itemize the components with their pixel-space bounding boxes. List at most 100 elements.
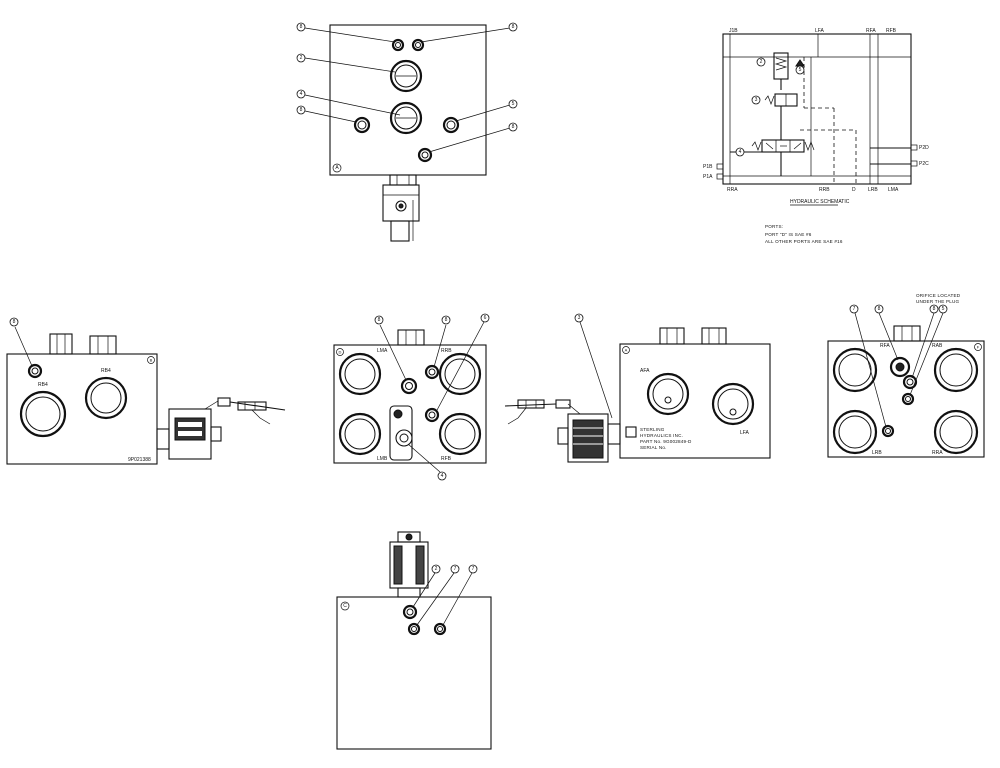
schematic-border	[722, 33, 912, 185]
callout-number: 8	[378, 317, 381, 323]
view-far-right-plug	[881, 424, 895, 438]
callout-number: 3	[578, 315, 581, 321]
check-valve-symbol	[795, 59, 805, 67]
view-center-valve-boss	[389, 405, 413, 461]
fitting-hex	[89, 335, 117, 355]
view-bottom-plug	[407, 622, 421, 636]
solenoid-stem	[156, 428, 170, 450]
view-a-plug	[353, 116, 371, 134]
callout-number: 2	[300, 55, 303, 61]
manifold-block-right-center	[619, 343, 771, 459]
notes-heading: PORTS:	[765, 224, 783, 229]
view-right-center-port	[646, 372, 690, 416]
fitting-hex	[397, 329, 425, 346]
fitting-hex	[701, 327, 727, 345]
callout-number: 7	[454, 566, 457, 572]
view-right-center: A AFA LFA STERLING HYDRAULICS INC. PART …	[504, 313, 771, 463]
drawing-number: 9P021388	[128, 457, 151, 463]
callout-number: 4	[441, 473, 444, 479]
view-far-right-plug	[901, 392, 915, 406]
view-center-corner-letter: D	[339, 350, 342, 355]
callout-bubble	[468, 564, 478, 574]
view-right-center-corner-marker	[622, 346, 630, 354]
callout-number: 8	[13, 319, 16, 325]
callout-number: 8	[512, 124, 515, 130]
fitting-hex	[49, 333, 73, 355]
view-left: B RB4 RB4 9P021388 8	[6, 317, 286, 465]
port-label: RRA	[932, 450, 943, 456]
callout-bubble	[938, 304, 948, 314]
view-center-port	[438, 412, 482, 456]
manifold-block-left	[6, 353, 158, 465]
callout-bubble	[450, 564, 460, 574]
callout-bubble	[296, 105, 306, 115]
view-left-corner-letter: B	[150, 358, 153, 363]
port-label: RFA	[880, 343, 890, 349]
view-center-port	[338, 352, 382, 396]
callout-bubble	[874, 304, 884, 314]
port-label: RB4	[38, 382, 48, 388]
view-far-right-port	[933, 347, 979, 393]
orifice-note: UNDER THE PLUG	[916, 299, 960, 304]
schematic-port-label: J1B	[729, 28, 738, 34]
callout-bubble	[756, 57, 766, 67]
hydraulic-schematic: J1B LFA RFA RFB RRA RRB D LRB LMA P1B P1…	[703, 28, 929, 206]
callout-number: 8	[933, 306, 936, 312]
port-label: RFB	[441, 456, 452, 462]
view-bottom-plug	[433, 622, 447, 636]
view-far-right-port	[832, 347, 878, 393]
callout-bubble	[795, 65, 805, 75]
view-center: D LMA RRB LMB RFB 8 8 6 4	[333, 313, 490, 481]
view-left-port	[84, 376, 128, 420]
solenoid-stem	[607, 423, 621, 445]
callout-bubble	[735, 147, 745, 157]
view-a-top: A 8 8	[296, 22, 518, 242]
view-bottom-corner-letter: C	[343, 603, 347, 609]
view-a-valve-nut	[389, 174, 417, 186]
callout-number: 8	[300, 107, 303, 113]
nameplate-part: PART No. 9G002849-D	[640, 439, 692, 444]
notes-line: PORT "D" IS SAE #6	[765, 232, 812, 237]
schematic-port-label: RFA	[866, 28, 876, 34]
view-a-corner-marker	[332, 163, 342, 173]
callout-number: 6	[484, 315, 487, 321]
view-a-plug	[442, 116, 460, 134]
port-label: AFA	[640, 368, 650, 374]
view-left-corner-marker	[147, 356, 155, 364]
view-far-right-corner-letter: F	[977, 345, 980, 350]
callout-bubble	[508, 122, 518, 132]
callout-bubble	[480, 313, 490, 323]
callout-bubble	[508, 22, 518, 32]
directional-valve-symbol	[761, 139, 805, 153]
callout-number: 4	[300, 91, 303, 97]
view-left-plug	[27, 363, 43, 379]
port-label: LMA	[377, 348, 388, 354]
schematic-port-label: P1B	[703, 164, 713, 170]
callout-number: 8	[512, 24, 515, 30]
view-center-plug	[424, 364, 440, 380]
view-center-port	[438, 352, 482, 396]
callout-bubble	[296, 89, 306, 99]
view-bottom: C 2 7 7	[336, 531, 492, 750]
view-a-plug	[391, 38, 405, 52]
port-label: LMB	[377, 456, 388, 462]
callout-bubble	[929, 304, 939, 314]
schematic-port-label: LMA	[888, 187, 899, 193]
callout-number: 2	[760, 59, 763, 65]
schematic-caption: HYDRAULIC SCHEMATIC	[790, 199, 850, 205]
nameplate-company: HYDRAULICS INC.	[640, 433, 683, 438]
schematic-port-label: P2D	[919, 145, 929, 151]
view-center-corner-marker	[336, 348, 344, 356]
view-a-corner-letter: A	[335, 165, 339, 171]
port-label: RRB	[441, 348, 452, 354]
nameplate-company: STERLING	[640, 427, 665, 432]
callout-number: 5	[512, 101, 515, 107]
view-a-plug	[417, 147, 433, 163]
callout-bubble	[441, 315, 451, 325]
callout-bubble	[508, 99, 518, 109]
orifice-note: ORIFICE LOCATED	[916, 293, 961, 298]
callout-number: 7	[853, 306, 856, 312]
callout-bubble	[437, 471, 447, 481]
schematic-port-label: LFA	[815, 28, 825, 34]
